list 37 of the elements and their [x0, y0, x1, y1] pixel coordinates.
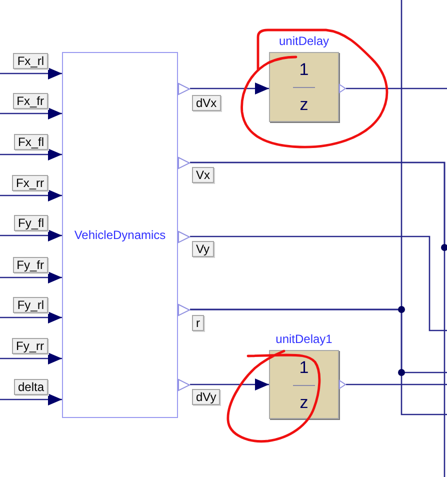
signal-label: Fx_fl [14, 134, 48, 150]
signal-label: Vy [192, 241, 214, 257]
block-name: VehicleDynamics [74, 228, 166, 242]
signal-label: Vx [192, 167, 214, 183]
denominator: z [300, 96, 308, 113]
numerator: 1 [299, 61, 309, 78]
signal-label: Fx_fr [12, 93, 48, 109]
signal-label: dVx [192, 95, 221, 111]
signal-arrow [0, 394, 62, 406]
numerator: 1 [299, 359, 309, 376]
signal-arrow [0, 108, 62, 120]
signal-arrow [190, 82, 269, 94]
signal-label: r [192, 315, 204, 331]
signal-label: Fy_rl [13, 297, 48, 313]
signal-arrow [0, 230, 62, 242]
block-name: unitDelay1 [276, 332, 332, 346]
block-name: unitDelay [278, 34, 330, 48]
signal-label: Fy_rr [12, 338, 48, 354]
signal-label: dVy [192, 389, 220, 405]
signal-label: Fy_fl [14, 215, 48, 231]
signal-arrow [0, 190, 62, 202]
signal-arrow [0, 148, 62, 160]
denominator: z [300, 394, 308, 411]
signal-arrow [0, 352, 62, 364]
signal-arrow [0, 68, 62, 80]
signal-line [190, 308, 447, 416]
signal-arrow [190, 378, 269, 390]
signal-arrow [0, 272, 62, 284]
signal-line [346, 384, 447, 386]
signal-label: Fx_rl [13, 53, 48, 69]
signal-label: Fy_fr [12, 257, 48, 273]
signal-arrow [0, 312, 62, 324]
signal-label: Fx_rr [12, 175, 48, 191]
signal-line [190, 236, 447, 332]
signal-label: delta [14, 379, 48, 395]
signal-line [190, 162, 446, 477]
signal-line [346, 88, 447, 90]
